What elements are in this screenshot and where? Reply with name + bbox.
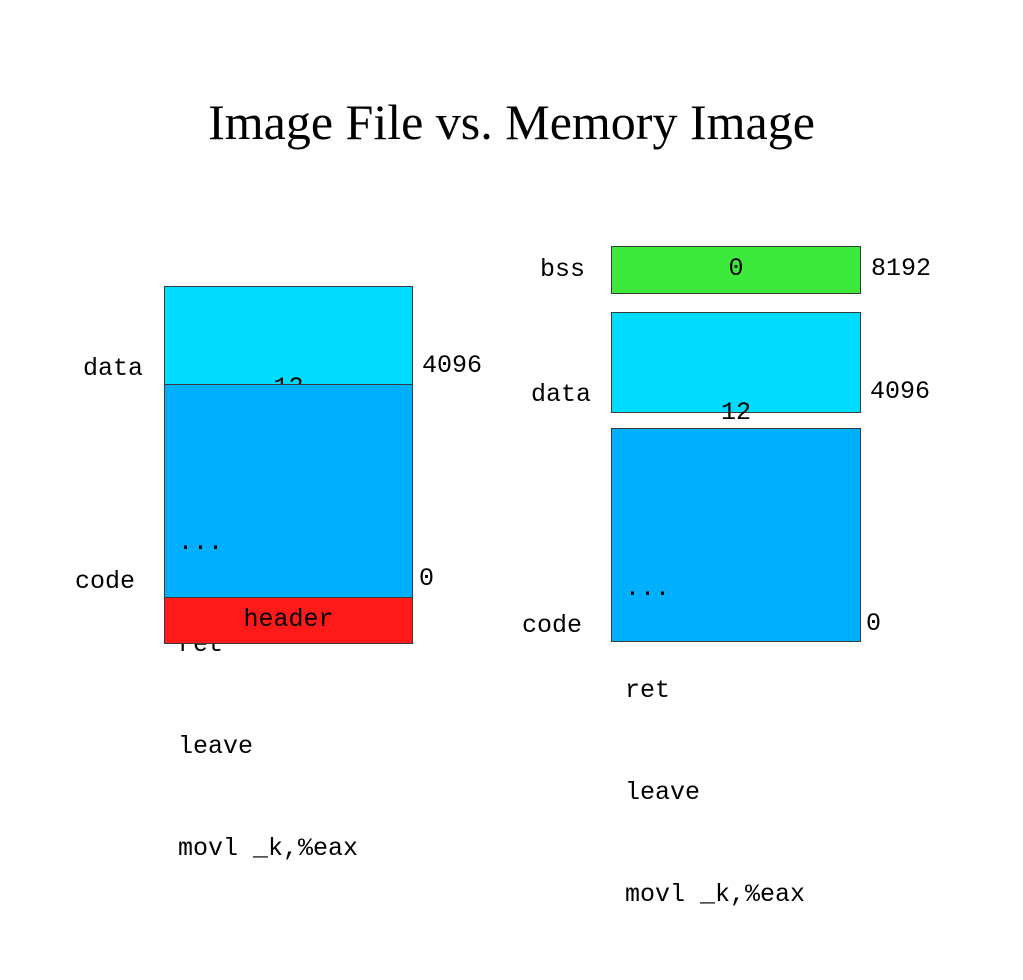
memory-code-segment: ... ret leave movl _k,%eax: [611, 428, 861, 909]
memory-code-label: code: [522, 611, 583, 640]
memory-data-value: 12: [720, 398, 751, 427]
code-line: ...: [178, 528, 224, 557]
file-code-segment: ... ret leave movl _k,%eax: [164, 384, 413, 863]
memory-bss-segment: 0: [611, 246, 861, 294]
memory-code-address: 0: [866, 609, 882, 638]
file-data-label: data: [83, 354, 144, 383]
code-line: movl _k,%eax: [178, 834, 359, 863]
file-code-lines: ... ret leave movl _k,%eax: [178, 458, 358, 934]
code-line: ...: [625, 574, 671, 603]
file-data-address: 4096: [422, 351, 483, 380]
page-title: Image File vs. Memory Image: [208, 94, 815, 150]
memory-bss-address: 8192: [871, 254, 932, 283]
memory-data-label: data: [531, 380, 592, 409]
code-line: leave: [178, 732, 254, 761]
code-line: ret: [625, 676, 671, 705]
code-line: movl _k,%eax: [625, 880, 806, 909]
memory-bss-value: 0: [728, 254, 744, 283]
file-header-label: header: [243, 605, 334, 634]
file-code-address: 0: [419, 564, 435, 593]
file-code-label: code: [75, 567, 136, 596]
memory-data-segment: 12 3: [611, 312, 861, 529]
memory-bss-label: bss: [540, 255, 586, 284]
code-line: leave: [625, 778, 701, 807]
memory-data-address: 4096: [870, 377, 931, 406]
memory-code-lines: ... ret leave movl _k,%eax: [625, 504, 805, 980]
file-data-segment: 12 3: [164, 286, 413, 504]
file-header-segment: header: [164, 597, 413, 644]
